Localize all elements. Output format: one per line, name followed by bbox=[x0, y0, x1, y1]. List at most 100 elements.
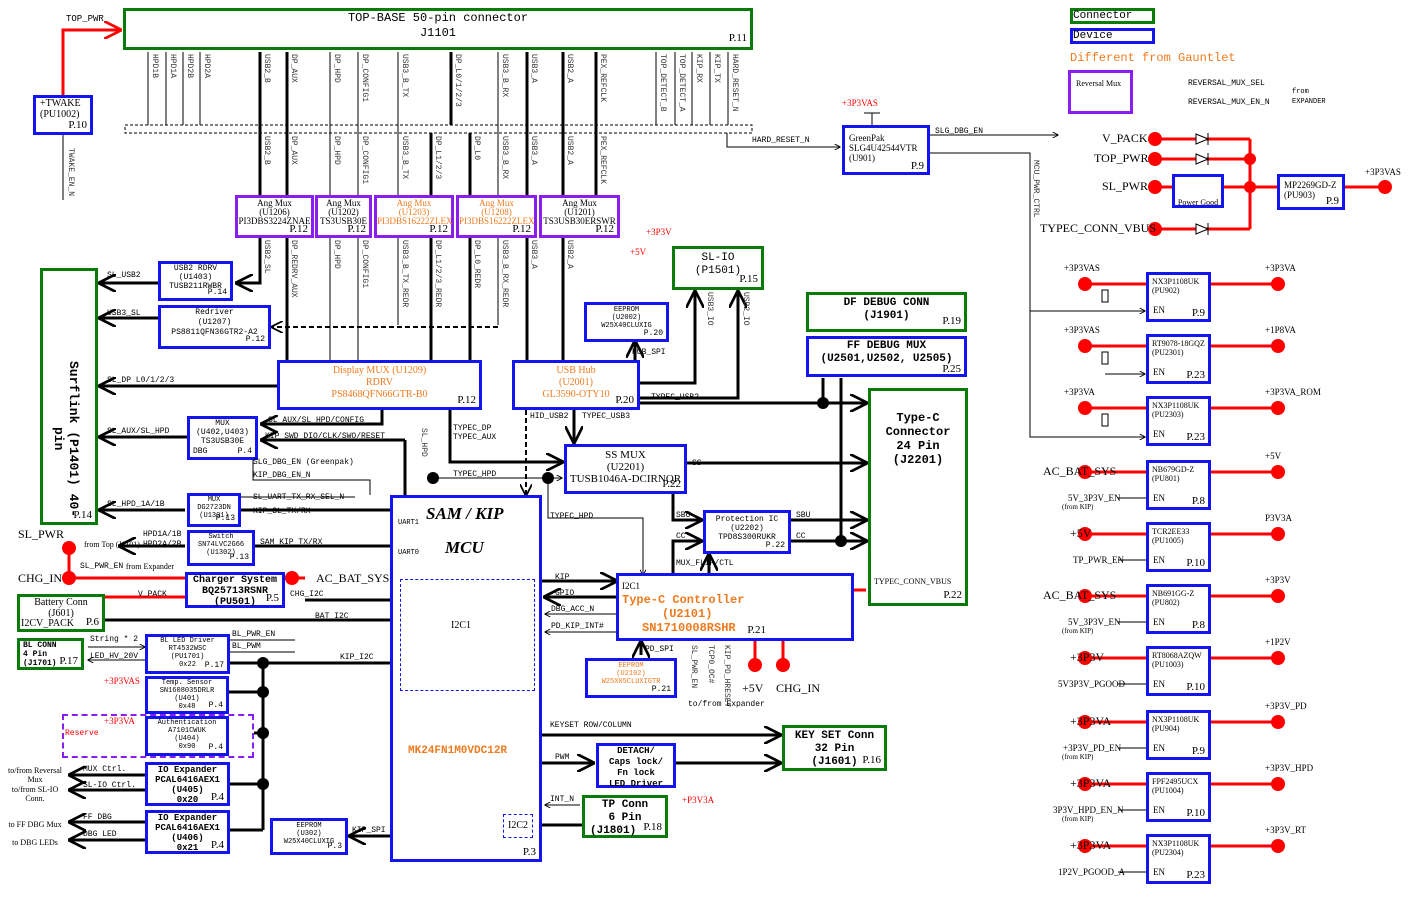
surflink-pins: 40-pin bbox=[51, 427, 81, 518]
mp2269-part: MP2269GD-Z bbox=[1284, 180, 1337, 190]
bl-led-driver[interactable]: BL LED Driver RT4532WSC (PU1701) 0x22 P.… bbox=[145, 634, 230, 674]
regulator-part: NX3P1108UK bbox=[1152, 277, 1200, 286]
temp-sensor[interactable]: Temp. Sensor SN1608035DRLR (U401) 0x48 P… bbox=[145, 676, 229, 714]
protection-part: TPD8S300RUKR bbox=[718, 533, 776, 542]
hpd-switch[interactable]: Switch SN74LVC2G66 (U1302) P.13 bbox=[187, 530, 255, 566]
power-node-dot bbox=[1148, 180, 1162, 194]
twake-regulator[interactable]: +TWAKE (PU1002) P.10 bbox=[33, 95, 93, 135]
regulator-en-note: (from KIP) bbox=[1062, 753, 1094, 761]
greenpak-supply: +3P3VAS bbox=[842, 98, 878, 108]
df-debug-connector[interactable]: DF DEBUG CONN (J1901) P.19 bbox=[806, 292, 967, 332]
signal-label: KEYSET ROW/COLUMN bbox=[550, 721, 632, 730]
mcu-sam-kip[interactable]: UART1 SAM / KIP UART0 MCU I2C1 MK24FN1M0… bbox=[390, 495, 542, 862]
mp2269-regulator[interactable]: MP2269GD-Z (PU903) P.9 bbox=[1277, 174, 1345, 210]
top-base-connector[interactable]: TOP-BASE 50-pin connector J1101 P.11 bbox=[123, 8, 753, 50]
mux-dbg-ref: (U402,U403) bbox=[196, 428, 249, 437]
signal-label: KIP_DBG_EN_N bbox=[253, 471, 311, 480]
ang-mux-page: P.12 bbox=[512, 223, 531, 235]
usb2-redriver[interactable]: USB2 RDRV (U1403) TUSB211RWBR P.14 bbox=[158, 261, 233, 301]
io-expander-u406[interactable]: IO Expander PCAL6416AEX1 (U406) 0x21 P.4 bbox=[145, 810, 230, 854]
regulator-page: P.23 bbox=[1186, 369, 1205, 381]
hard-reset-label: HARD_RESET_N bbox=[752, 136, 810, 145]
regulator-ref: (PU2304) bbox=[1152, 848, 1184, 857]
sl-io-connector[interactable]: SL-IO (P1501) P.15 bbox=[672, 246, 764, 290]
eeprom-kip[interactable]: EEPROM (U302) W25X40CLUXIG P.3 bbox=[270, 818, 348, 855]
usb-hub[interactable]: USB Hub (U2001) GL3590-OTY10 P.20 bbox=[512, 360, 640, 410]
ff-debug-ref: (U2501,U2502, U2505) bbox=[820, 353, 953, 365]
typec-ctrl-part: SN1710008RSHR bbox=[642, 621, 736, 635]
top-signal-label: TOP_DETECT_B bbox=[658, 54, 667, 112]
top-signal-label: USB3_B_TX bbox=[400, 54, 409, 98]
regulator-page: P.9 bbox=[1191, 745, 1205, 757]
mid-signal-label: USB2_A bbox=[565, 136, 574, 165]
protection-ic[interactable]: Protection IC (U2202) TPD8S300RUKR P.22 bbox=[703, 510, 791, 554]
sl-io-ref: (P1501) bbox=[694, 265, 742, 277]
switch-name: Switch bbox=[208, 533, 234, 541]
power-signal-label: SL_PWR bbox=[18, 527, 65, 541]
greenpak-device[interactable]: GreenPak SLG4U42544VTR (U901) P.9 bbox=[842, 125, 930, 175]
top-signal-label: USB2_A bbox=[565, 54, 574, 83]
usb2-rdrv-part: TUSB211RWBR bbox=[169, 282, 222, 291]
greenpak-name: GreenPak bbox=[849, 133, 885, 143]
ff-debug-mux[interactable]: FF DEBUG MUX (U2501,U2502, U2505) P.25 bbox=[806, 336, 967, 377]
usb3-redriver[interactable]: Redriver (U1207) PS8811QFN36GTR2-A2 P.12 bbox=[158, 305, 271, 349]
bl-connector[interactable]: BL CONN 4 Pin (J1701) P.17 bbox=[17, 638, 84, 670]
regulator-part: NX3P1108UK bbox=[1152, 839, 1200, 848]
signal-label-vertical: TCP0_OC# bbox=[706, 645, 715, 684]
tp-connector[interactable]: TP Conn 6 Pin (J1801) P.18 bbox=[582, 795, 668, 838]
resistor-icon bbox=[1101, 289, 1109, 303]
bl-conn-ref: (J1701) bbox=[23, 659, 57, 668]
signal-label-vertical: SL_HPD bbox=[419, 428, 428, 457]
battery-connector[interactable]: Battery Conn (J601) I2CV_PACK P.6 bbox=[17, 594, 105, 632]
typec-ctrl-name: Type-C Controller bbox=[622, 593, 745, 607]
io-expander-u405[interactable]: IO Expander PCAL6416AEX1 (U405) 0x20 P.4 bbox=[145, 762, 230, 806]
greenpak-ref: (U901) bbox=[849, 153, 875, 163]
ss-mux[interactable]: SS MUX (U2201) TUSB1046A-DCIRNQR P.22 bbox=[564, 444, 687, 494]
keyset-connector[interactable]: KEY SET Conn 32 Pin (J1601) P.16 bbox=[782, 725, 887, 771]
eeprom-hub-page: P.20 bbox=[643, 329, 663, 338]
eeprom-pd[interactable]: EEPROM (U2102) W25X05CLUXIGTR P.21 bbox=[585, 658, 677, 698]
io-exp2-part: PCAL6416AEX1 bbox=[155, 823, 220, 833]
authentication-chip[interactable]: Authentication A7101CWUK (U404) 0x90 P.4 bbox=[145, 716, 229, 756]
note-label: to/from Reversal Mux bbox=[8, 766, 62, 784]
surflink-connector[interactable]: Surflink (P1401) 40-pin P.14 bbox=[40, 268, 98, 525]
mid-signal-label: USB3_B_RX bbox=[500, 136, 509, 180]
ff-debug-page: P.25 bbox=[942, 363, 961, 375]
detach-led-driver[interactable]: DETACH/ Caps lock/ Fn lock LED Driver bbox=[596, 743, 676, 789]
regulator-part: RT9078-18GQZ bbox=[1152, 339, 1205, 348]
twake-name: +TWAKE bbox=[40, 98, 81, 109]
regulator-en-note: (from KIP) bbox=[1062, 503, 1094, 511]
mux-dbg[interactable]: MUX (U402,U403) TS3USB30E DBG P.4 bbox=[187, 416, 258, 460]
mux-uart[interactable]: MUX DG2723DN (U1301) P.13 bbox=[187, 493, 241, 527]
top-signal-label: HARD_RESET_N bbox=[730, 54, 739, 112]
charger-system[interactable]: Charger System BQ25713RSNR (PU501) P.5 bbox=[185, 572, 285, 608]
display-mux[interactable]: Display MUX (U1209) RDRV PS8468QFN66GTR-… bbox=[277, 360, 482, 410]
signal-label: SL_USB2 bbox=[107, 271, 141, 280]
temp-part: SN1608035DRLR bbox=[159, 687, 215, 695]
top-signal-label: DP_AUX bbox=[289, 54, 298, 83]
signal-label: TYPEC_AUX bbox=[453, 433, 497, 442]
protection-ref: (U2202) bbox=[730, 524, 764, 533]
regulator-output-label: +3P3VA_ROM bbox=[1265, 387, 1321, 397]
typec-controller[interactable]: I2C1 Type-C Controller (U2101) SN1710008… bbox=[616, 573, 854, 641]
typec-connector[interactable]: Type-C Connector 24 Pin (J2201) TYPEC_CO… bbox=[868, 388, 968, 606]
eeprom-hub[interactable]: EEPROM (U2002) W25X40CLUXIG P.20 bbox=[584, 302, 669, 342]
legend-device-label: Device bbox=[1073, 30, 1113, 42]
note-label: to FF DBG Mux bbox=[8, 820, 62, 829]
power-node-dot bbox=[1148, 222, 1162, 236]
